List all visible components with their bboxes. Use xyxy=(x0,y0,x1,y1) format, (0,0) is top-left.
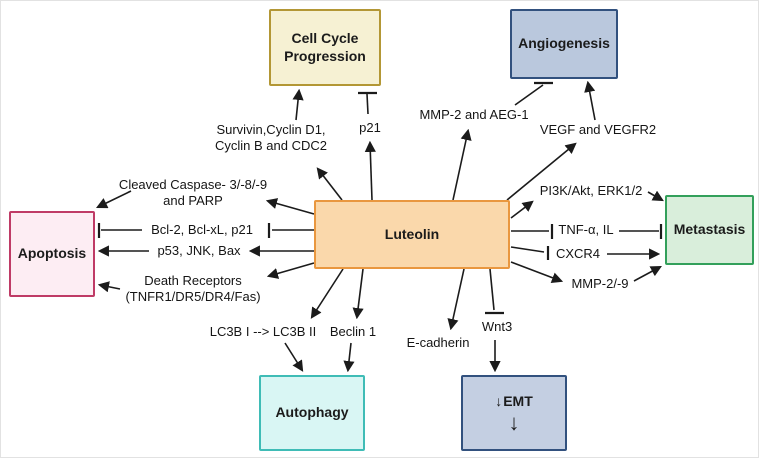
mediator-bcl2-bclxl-p21: Bcl-2, Bcl-xL, p21 xyxy=(151,221,253,237)
node-metastasis: Metastasis xyxy=(665,195,754,265)
node-apoptosis: Apoptosis xyxy=(9,211,95,297)
mediator-tnf-il: TNF-α, IL xyxy=(558,221,614,237)
mediator-beclin1: Beclin 1 xyxy=(329,323,377,339)
node-luteolin-label: Luteolin xyxy=(384,225,440,242)
edge-vegf-angiogenesis xyxy=(584,80,596,121)
edge-survivin-cellcycle xyxy=(292,88,304,121)
edge-luteolin-mmp29 xyxy=(510,261,564,284)
node-metastasis-label: Metastasis xyxy=(673,221,746,238)
edge-lc3b-autophagy xyxy=(284,342,304,372)
mediator-wnt3: Wnt3 xyxy=(481,318,513,334)
node-emt-label: EMT xyxy=(503,393,533,410)
edge-luteolin-mmp2aeg1 xyxy=(452,128,472,201)
edge-luteolin-p21 xyxy=(364,140,376,201)
edge-luteolin-caspase xyxy=(265,198,315,215)
mediator-ecadherin: E-cadherin xyxy=(406,334,470,350)
mediator-mmp2-aeg1: MMP-2 and AEG-1 xyxy=(419,106,529,122)
mediator-death-receptors: Death Receptors (TNFR1/DR5/DR4/Fas) xyxy=(125,272,261,304)
down-arrow-icon: ↓ xyxy=(495,393,503,410)
node-angiogenesis: Angiogenesis xyxy=(510,9,618,79)
mediator-survivin-cyclins: Survivin,Cyclin D1, Cyclin B and CDC2 xyxy=(215,121,327,153)
node-autophagy: Autophagy xyxy=(259,375,365,451)
edge-mmp29-metastasis xyxy=(633,265,662,282)
node-emt-title: ↓ EMT xyxy=(495,393,533,411)
node-cell-cycle-progression-label: Cell Cycle Progression xyxy=(284,30,366,64)
edge-beclin-autophagy xyxy=(343,342,355,373)
edge-luteolin-beclin xyxy=(352,268,364,320)
mediator-lc3b-conversion: LC3B I --> LC3B II xyxy=(209,323,317,339)
node-cell-cycle-progression: Cell Cycle Progression xyxy=(269,9,381,86)
mediator-cleaved-caspase-parp: Cleaved Caspase- 3/-8/-9 and PARP xyxy=(118,176,268,208)
edge-caspase-apoptosis xyxy=(95,190,132,209)
mediator-vegf-vegfr2: VEGF and VEGFR2 xyxy=(539,121,657,137)
node-angiogenesis-label: Angiogenesis xyxy=(518,35,610,52)
mediator-p53-jnk-bax: p53, JNK, Bax xyxy=(157,242,241,258)
edge-death-apoptosis xyxy=(97,281,121,293)
edge-luteolin-cxcr4 xyxy=(510,246,545,253)
mediator-pi3k-akt-erk: PI3K/Akt, ERK1/2 xyxy=(539,182,643,198)
edge-pi3k-metastasis xyxy=(647,190,664,202)
down-arrow-icon: ↓ xyxy=(508,409,520,435)
node-emt: ↓ EMT ↓ xyxy=(461,375,567,451)
connectors xyxy=(95,80,664,373)
edge-p21-cellcycle xyxy=(366,93,369,115)
edge-luteolin-death xyxy=(266,262,315,279)
node-luteolin: Luteolin xyxy=(314,200,510,269)
edge-luteolin-ecadherin xyxy=(447,268,465,331)
edge-luteolin-wnt3 xyxy=(489,268,495,311)
edge-luteolin-pi3k xyxy=(510,200,534,219)
mediator-cxcr4: CXCR4 xyxy=(555,245,601,261)
edge-luteolin-vegf xyxy=(506,142,577,201)
edge-luteolin-lc3b xyxy=(310,268,344,319)
mediator-mmp2-9: MMP-2/-9 xyxy=(571,275,629,291)
edge-mmp2aeg1-angiogenesis xyxy=(514,84,544,106)
node-apoptosis-label: Apoptosis xyxy=(17,245,87,262)
node-autophagy-label: Autophagy xyxy=(275,404,349,421)
mediator-p21: p21 xyxy=(359,119,381,135)
edge-luteolin-survivin xyxy=(316,167,343,201)
